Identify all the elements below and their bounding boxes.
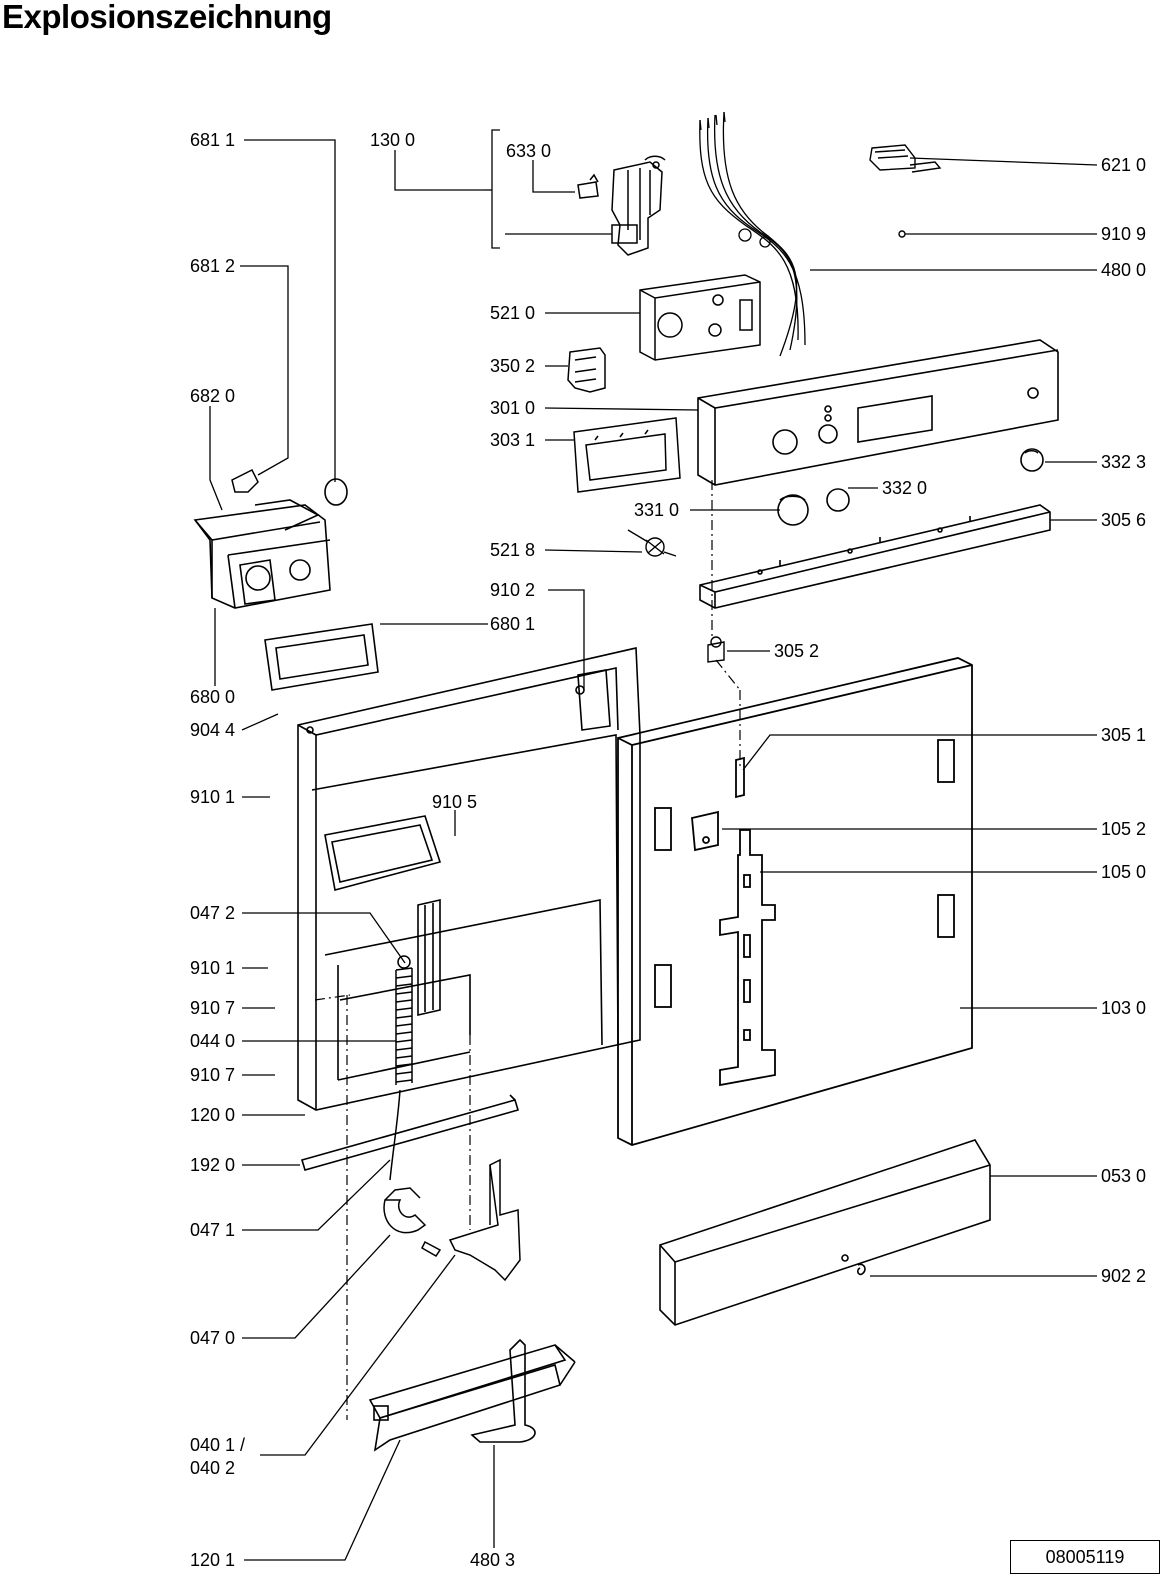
door-lock <box>577 155 666 256</box>
electronic-module <box>639 274 761 361</box>
part-label: 105 0 <box>1101 862 1147 882</box>
part-label: 040 2 <box>190 1458 236 1478</box>
part-label: 303 1 <box>490 430 536 450</box>
part-label: 105 2 <box>1101 819 1147 839</box>
bushing-305-2 <box>707 636 725 663</box>
part-label: 910 1 <box>190 787 236 807</box>
part-label: 910 1 <box>190 958 236 978</box>
part-label: 047 0 <box>190 1328 236 1348</box>
part-label: 120 0 <box>190 1105 236 1125</box>
part-label: 621 0 <box>1101 155 1147 175</box>
hinge <box>383 1158 521 1282</box>
part-label: 680 0 <box>190 687 236 707</box>
part-label: 305 6 <box>1101 510 1147 530</box>
kick-plate <box>659 1139 991 1326</box>
connector-block <box>869 144 942 173</box>
drawing-number-box: 08005119 <box>1010 1540 1160 1574</box>
part-label: 681 2 <box>190 256 236 276</box>
part-label: 633 0 <box>506 141 552 161</box>
part-label: 681 1 <box>190 130 236 150</box>
part-label: 047 2 <box>190 903 236 923</box>
part-label: 305 1 <box>1101 725 1147 745</box>
part-label: 192 0 <box>190 1155 236 1175</box>
part-label: 521 0 <box>490 303 536 323</box>
cap-681-1 <box>324 478 348 506</box>
part-label: 332 0 <box>882 478 928 498</box>
part-label: 480 3 <box>470 1550 516 1570</box>
part-label: 044 0 <box>190 1031 236 1051</box>
strip <box>300 1094 520 1171</box>
part-label: 910 9 <box>1101 224 1147 244</box>
gasket <box>264 623 379 691</box>
cable-harness <box>699 111 806 357</box>
dispenser <box>193 499 331 609</box>
part-label: 910 7 <box>190 1065 236 1085</box>
spring <box>389 955 413 1181</box>
bottom-parts <box>368 1338 576 1452</box>
part-label: 680 1 <box>490 614 536 634</box>
part-label: 120 1 <box>190 1550 236 1570</box>
top-rail <box>699 504 1051 609</box>
part-label: 521 8 <box>490 540 536 560</box>
part-label: 480 0 <box>1101 260 1147 280</box>
pin-521-8 <box>627 529 677 557</box>
part-label: 103 0 <box>1101 998 1147 1018</box>
part-label: 331 0 <box>634 500 680 520</box>
control-panel <box>697 339 1059 486</box>
part-label: 130 0 <box>370 130 416 150</box>
panel-insert <box>573 417 681 493</box>
page-title: Explosionszeichnung <box>2 0 332 35</box>
outer-door <box>617 657 973 1146</box>
part-label: 682 0 <box>190 386 236 406</box>
bracket-350-2 <box>567 347 606 393</box>
part-label: 902 2 <box>1101 1266 1147 1286</box>
knobs <box>777 448 1044 526</box>
part-label: 332 3 <box>1101 452 1147 472</box>
part-label: 910 7 <box>190 998 236 1018</box>
alignment-lines <box>314 480 741 1420</box>
part-label: 301 0 <box>490 398 536 418</box>
part-label: 047 1 <box>190 1220 236 1240</box>
part-label: 904 4 <box>190 720 236 740</box>
part-label: 053 0 <box>1101 1166 1147 1186</box>
part-label: 350 2 <box>490 356 536 376</box>
part-label: 910 5 <box>432 792 478 812</box>
part-label: 040 1 / <box>190 1435 246 1455</box>
leader-lines <box>209 129 1098 1561</box>
part-label: 910 2 <box>490 580 536 600</box>
part-label: 305 2 <box>774 641 820 661</box>
screw-910-9 <box>898 230 906 238</box>
lever-681-2 <box>231 468 259 493</box>
